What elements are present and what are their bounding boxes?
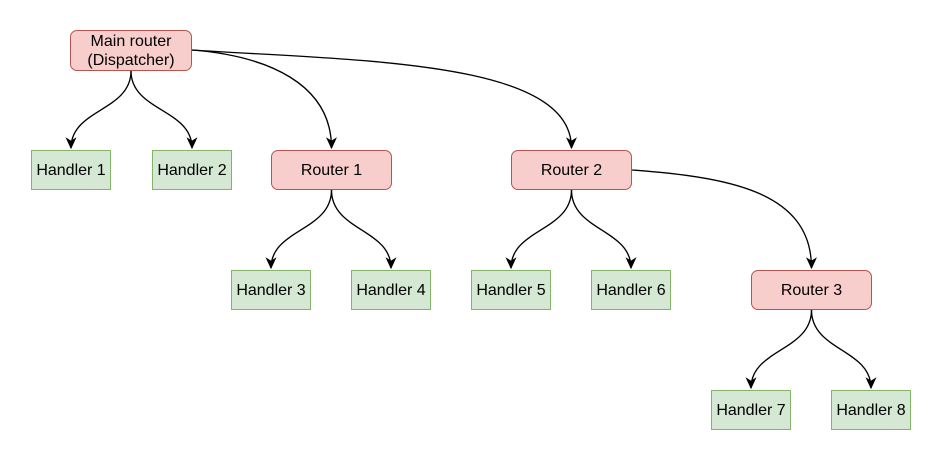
edge-router-2-to-handler-6: [570, 189, 637, 270]
node-handler-5: Handler 5: [471, 270, 551, 310]
node-handler-6: Handler 6: [591, 270, 671, 310]
edge-main-to-router-1: [191, 49, 337, 150]
edge-router-1-to-handler-3: [265, 189, 333, 270]
edge-main-to-handler-2: [130, 70, 198, 150]
node-main-router: Main router (Dispatcher): [70, 30, 192, 71]
edge-router-2-to-handler-5: [505, 189, 573, 270]
edge-router-2-to-router-3: [631, 169, 817, 270]
node-router-3: Router 3: [751, 270, 872, 310]
node-handler-7: Handler 7: [711, 390, 791, 430]
node-router-1: Router 1: [271, 150, 392, 190]
node-handler-2: Handler 2: [152, 150, 232, 190]
edge-main-to-router-2: [191, 49, 577, 150]
edge-router-3-to-handler-7: [745, 309, 813, 390]
node-handler-8: Handler 8: [831, 390, 911, 430]
edge-main-to-handler-1: [65, 70, 132, 150]
node-router-2: Router 2: [511, 150, 632, 190]
node-handler-1: Handler 1: [31, 150, 111, 190]
edge-router-1-to-handler-4: [330, 189, 397, 270]
node-handler-3: Handler 3: [231, 270, 311, 310]
node-handler-4: Handler 4: [351, 270, 431, 310]
edge-router-3-to-handler-8: [810, 309, 877, 390]
